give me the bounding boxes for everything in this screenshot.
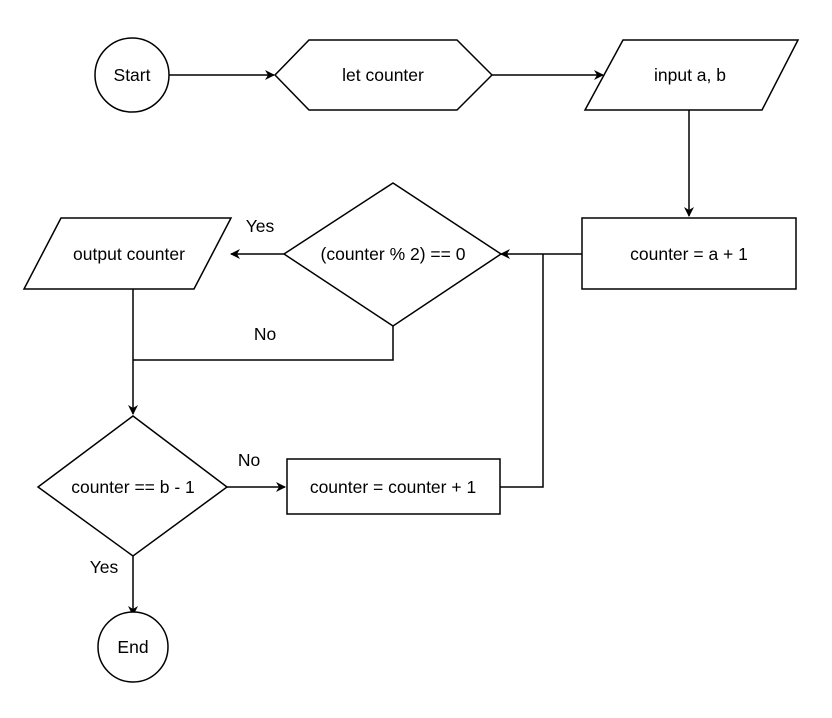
end-terminal (97, 611, 169, 683)
end-no-label: No (238, 450, 260, 470)
nodes: Start let counter input a, b counter = a… (22, 37, 800, 683)
input-label: input a, b (654, 65, 726, 85)
condition-end-label: counter == b - 1 (71, 477, 195, 497)
end-yes-label: Yes (90, 557, 119, 577)
edge-labels: Yes No No Yes (90, 216, 276, 577)
start-terminal (94, 37, 170, 113)
edge-even-no-to-merge (133, 326, 394, 361)
edges (128, 70, 694, 616)
let-counter-preparation (273, 39, 494, 111)
assign-counter-label: counter = a + 1 (630, 244, 748, 264)
output-label: output counter (73, 244, 185, 264)
start-label: Start (114, 65, 151, 85)
even-no-label: No (254, 324, 276, 344)
output-parallelogram (22, 217, 233, 290)
even-yes-label: Yes (246, 216, 275, 236)
increment-label: counter = counter + 1 (310, 477, 476, 497)
condition-end-decision (36, 415, 229, 557)
let-counter-label: let counter (342, 65, 424, 85)
increment-process (286, 458, 501, 515)
assign-counter-process (581, 217, 797, 290)
edge-increment-loop-back (500, 254, 544, 488)
condition-even-decision (282, 182, 503, 327)
condition-even-label: (counter % 2) == 0 (321, 244, 466, 264)
input-parallelogram (583, 39, 800, 111)
end-label: End (117, 637, 148, 657)
